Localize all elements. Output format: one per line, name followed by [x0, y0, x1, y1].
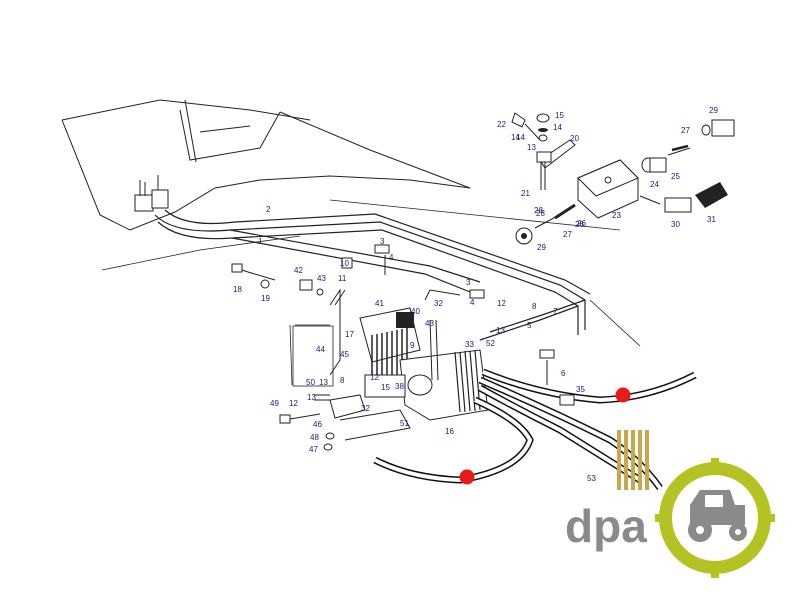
callout: 27: [563, 230, 572, 239]
hose-end-marker-1: [615, 387, 631, 403]
callout: 8: [532, 302, 537, 311]
callout: 35: [576, 385, 585, 394]
callout: 32: [361, 404, 370, 413]
callout: 19: [261, 294, 270, 303]
callout: 41: [375, 299, 384, 308]
callout: 32: [434, 299, 443, 308]
callout: 53: [587, 474, 596, 483]
callout: 30: [671, 220, 680, 229]
callout: 4: [389, 253, 394, 262]
callout: 3: [380, 237, 385, 246]
callout: 26: [577, 219, 586, 228]
callout: 11: [338, 274, 347, 283]
callout: 8: [340, 376, 345, 385]
callout: 15: [381, 383, 390, 392]
callout: 26: [575, 220, 584, 229]
callout: 15: [555, 111, 564, 120]
callout: 14: [553, 123, 562, 132]
callout: 44: [316, 345, 325, 354]
callout: 49: [270, 399, 279, 408]
callout: 46: [313, 420, 322, 429]
callout: 43: [317, 274, 326, 283]
callout: 4: [470, 298, 475, 307]
callout: 51: [400, 419, 409, 428]
callout: 47: [309, 445, 318, 454]
callout: 14: [511, 133, 520, 142]
callout: 9: [410, 341, 415, 350]
callout: 52: [486, 339, 495, 348]
logo-text: dpa: [565, 500, 647, 552]
pipe-bundle: [154, 209, 591, 341]
callout: 6: [561, 369, 566, 378]
callout: 3: [466, 278, 471, 287]
callout: 7: [553, 307, 558, 316]
hydraulic-hoses: [373, 368, 697, 491]
callout: 12: [289, 399, 298, 408]
callout: 21: [521, 189, 530, 198]
callout: 48: [310, 433, 319, 442]
cab-valve: [134, 175, 169, 212]
valve-exploded-parts: [511, 112, 735, 245]
callout: 50: [306, 378, 315, 387]
callout: 16: [445, 427, 454, 436]
callout: 33: [465, 340, 474, 349]
callout: 31: [707, 215, 716, 224]
callout: 12: [497, 299, 506, 308]
callout: 28: [534, 206, 543, 215]
callout: 23: [612, 211, 621, 220]
small-fittings: [231, 244, 555, 451]
callout: 40: [411, 307, 420, 316]
callout: 45: [340, 350, 349, 359]
callout: 13: [527, 143, 536, 152]
tractor-gear-icon: [655, 458, 775, 578]
callout: 13: [319, 378, 328, 387]
callout: 18: [233, 285, 242, 294]
dpa-logo: dpa: [565, 430, 775, 578]
callout-labels: 1 2 3 4 5 6 7 8 9 10 11 12 13 14 15 16 1…: [233, 106, 718, 483]
callout: 25: [671, 172, 680, 181]
callout: 24: [650, 180, 659, 189]
callout: 42: [294, 266, 303, 275]
callout: 2: [266, 205, 271, 214]
callout: 13: [307, 393, 316, 402]
hose-end-marker-2: [459, 469, 475, 485]
callout: 43: [425, 319, 434, 328]
callout: 13: [496, 326, 505, 335]
callout: 14: [516, 133, 525, 142]
callout: 29: [537, 243, 546, 252]
callout: 5: [527, 321, 532, 330]
callout: 17: [345, 330, 354, 339]
callout: 1: [258, 237, 263, 246]
callout: 10: [340, 259, 349, 268]
cab-outline: [61, 99, 641, 386]
wheat-icon: [617, 430, 649, 490]
callout: 22: [497, 120, 506, 129]
callout: 29: [709, 106, 718, 115]
valve-assembly: [292, 288, 489, 441]
callout: 38: [395, 382, 404, 391]
callout: 20: [570, 134, 579, 143]
callout: 27: [681, 126, 690, 135]
callout: 12: [370, 373, 379, 382]
callout: 28: [536, 209, 545, 218]
